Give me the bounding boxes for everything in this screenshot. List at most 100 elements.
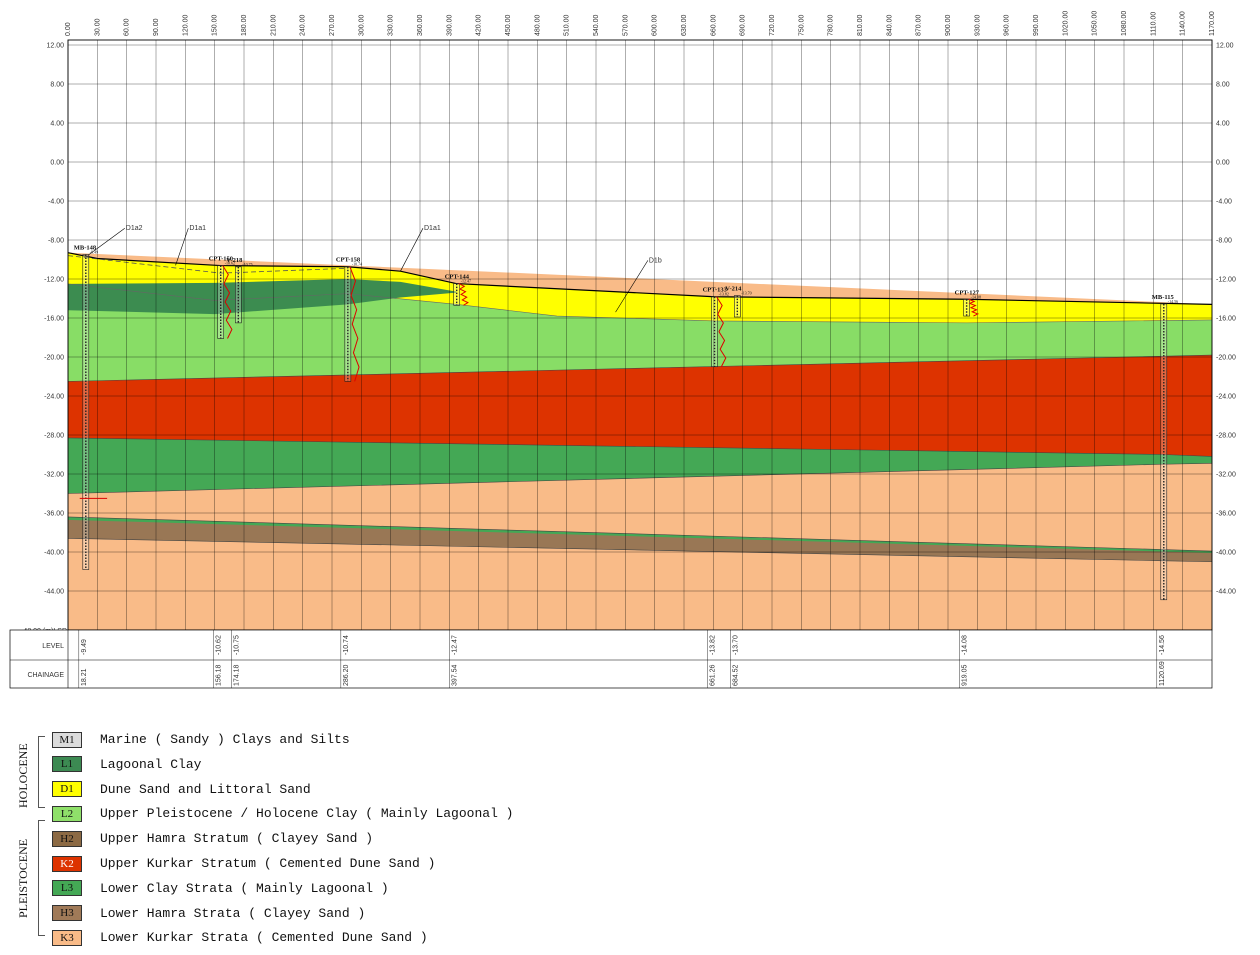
legend-swatch: K2 (52, 855, 82, 872)
legend-swatch: H3 (52, 905, 82, 922)
borehole-name: V-214 (725, 286, 742, 293)
borehole-level-value: -14.56 (1159, 635, 1166, 655)
level-tick-label-left: -36.00 (44, 511, 64, 518)
borehole-top-level: -9.49 (90, 250, 98, 255)
level-tick-label-left: -40.00 (44, 550, 64, 557)
borehole-level-value: -10.62 (216, 635, 223, 655)
chainage-tick-label: 990.00 (1033, 14, 1040, 36)
table-frame (9, 629, 1213, 689)
borehole-top-level: -10.74 (352, 262, 362, 267)
legend-swatch: L3 (52, 880, 82, 897)
pleistocene-bracket (38, 820, 45, 936)
borehole-column (963, 298, 970, 317)
grid-lines (67, 39, 1213, 631)
borehole-chainage-value: 286.20 (343, 664, 350, 686)
legend-label: Upper Hamra Stratum ( Clayey Sand ) (100, 831, 374, 847)
level-tick-label-right: 4.00 (1216, 121, 1230, 128)
level-tick-label-left: 12.00 (46, 43, 64, 50)
dune-label-leader (87, 227, 125, 256)
level-tick-label-left: -24.00 (44, 394, 64, 401)
legend-label: Lagoonal Clay (100, 756, 202, 772)
holocene-bracket (38, 736, 45, 808)
level-chainage-table: LEVELCHAINAGE-9.4918.21-10.62156.18-10.7… (9, 629, 1213, 689)
level-tick-label-left: -16.00 (44, 316, 64, 323)
borehole-name: MB-115 (1152, 294, 1175, 301)
borehole-chainage-value: 1120.69 (1159, 661, 1166, 686)
cpt-trace (458, 283, 469, 306)
dune-unit-label: D1a1 (424, 225, 441, 232)
chainage-tick-label: 900.00 (945, 14, 952, 36)
legend-swatch: L2 (52, 805, 82, 822)
borehole-chainage-value: 684.52 (732, 664, 739, 686)
d1-layer (68, 252, 1212, 323)
level-tick-label-right: 8.00 (1216, 82, 1230, 89)
borehole-level-value: -14.08 (962, 635, 969, 655)
level-tick-label-right: 0.00 (1216, 160, 1230, 167)
borehole-top-level: -14.56 (1168, 299, 1178, 304)
borehole-level-value: -10.75 (233, 635, 240, 655)
chainage-tick-label: 390.00 (446, 14, 453, 36)
borehole-top-level: -10.62 (225, 261, 235, 266)
borehole-top-level: -13.70 (741, 291, 751, 296)
borehole-level-value: -13.82 (710, 635, 717, 655)
level-tick-label-left: -20.00 (44, 355, 64, 362)
legend-swatch: L1 (52, 756, 82, 773)
legend: HOLOCENE PLEISTOCENE M1 Marine ( Sandy ) … (14, 726, 614, 951)
d1-base-line (67, 283, 1213, 324)
chainage-tick-label: 30.00 (94, 18, 101, 36)
legend-group-holocene: HOLOCENE (16, 743, 30, 809)
level-tick-label-right: 12.00 (1216, 43, 1234, 50)
chainage-tick-label: 570.00 (622, 14, 629, 36)
borehole-name: MB-148 (74, 245, 97, 252)
legend-swatch: M1 (52, 731, 82, 748)
chainage-tick-label: 840.00 (886, 14, 893, 36)
level-tick-label-left: 8.00 (50, 82, 64, 89)
level-tick-label-right: -44.00 (1216, 589, 1236, 596)
chainage-tick-label: 180.00 (241, 14, 248, 36)
chainage-tick-label: 1080.00 (1121, 11, 1128, 36)
chainage-tick-label: 720.00 (769, 14, 776, 36)
borehole-name: CPT-127 (955, 289, 980, 296)
cpt-trace (222, 265, 233, 339)
level-tick-label-right: -8.00 (1216, 238, 1232, 245)
legend-label: Lower Kurkar Strata ( Cemented Dune Sand… (100, 930, 428, 946)
level-tick-label-left: -44.00 (44, 589, 64, 596)
chainage-row-label: CHAINAGE (27, 672, 64, 679)
level-tick-label-left: -32.00 (44, 472, 64, 479)
level-tick-label-right: -28.00 (1216, 433, 1236, 440)
level-tick-label-left: 4.00 (50, 121, 64, 128)
level-tick-label-right: -20.00 (1216, 355, 1236, 362)
borehole-chainage-value: 18.21 (81, 668, 88, 686)
borehole-top-level: -13.82 (719, 292, 729, 297)
level-row-label: LEVEL (42, 643, 64, 650)
dune-unit-label: D1a1 (189, 225, 206, 232)
legend-label: Marine ( Sandy ) Clays and Silts (100, 732, 350, 747)
chainage-tick-label: 630.00 (681, 14, 688, 36)
chainage-tick-label: 360.00 (417, 14, 424, 36)
borehole-chainage-value: 397.54 (452, 664, 459, 686)
chainage-tick-label: 1050.00 (1092, 11, 1099, 36)
layer-boundary (67, 538, 1213, 563)
chainage-tick-label: 930.00 (974, 14, 981, 36)
k2-layer (68, 355, 1212, 457)
borehole-name: CPT-144 (445, 274, 470, 281)
cpt-trace (349, 266, 360, 382)
h3-layer (68, 519, 1212, 562)
level-tick-label-left: -12.00 (44, 277, 64, 284)
borehole-name: V-218 (226, 257, 243, 264)
borehole-chainage-value: 661.26 (710, 664, 717, 686)
borehole-top-level: -14.08 (971, 294, 981, 299)
dune-unit-label: D1a2 (126, 225, 143, 232)
borehole-chainage-value: 919.05 (962, 664, 969, 686)
dune-label-leader (175, 228, 189, 266)
level-tick-label-left: -8.00 (48, 238, 64, 245)
legend-group-pleistocene: PLEISTOCENE (16, 838, 30, 918)
chainage-tick-label: 780.00 (828, 14, 835, 36)
level-tick-label-right: -24.00 (1216, 394, 1236, 401)
chainage-tick-label: 1140.00 (1180, 11, 1187, 36)
